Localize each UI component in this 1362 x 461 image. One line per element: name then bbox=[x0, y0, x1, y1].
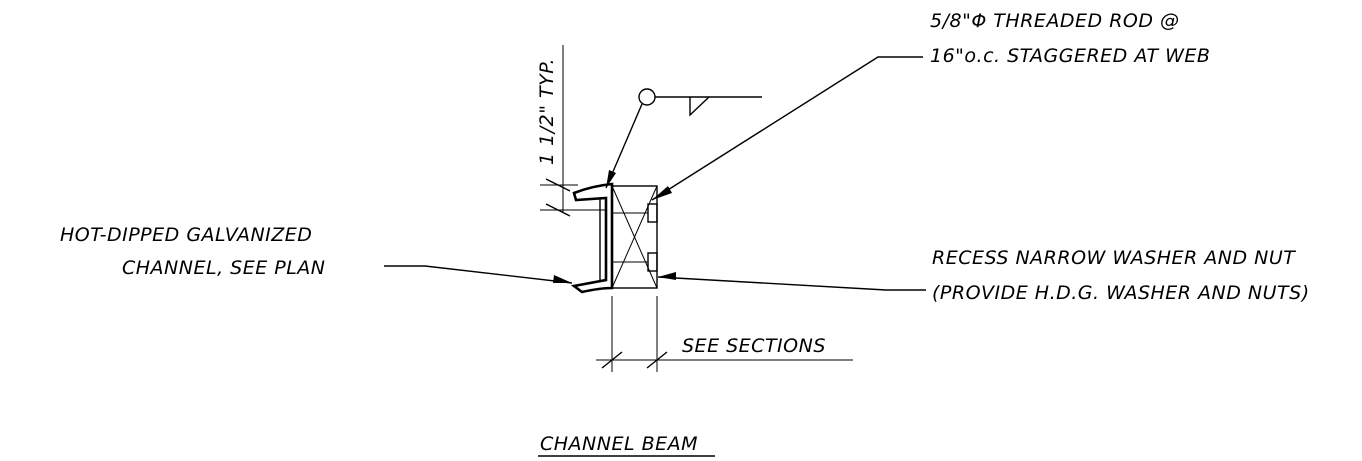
nailer-cross-2 bbox=[611, 185, 658, 289]
threaded-rod-leader bbox=[651, 56, 923, 201]
channel-arrowhead bbox=[553, 275, 572, 283]
wood-nailer-block bbox=[611, 185, 658, 289]
dimension-tick-bottom bbox=[545, 203, 571, 217]
washer-nut-bottom bbox=[647, 252, 658, 272]
threaded-rod-note-line1: 5/8"Φ THREADED ROD @ bbox=[930, 10, 1180, 32]
channel-section bbox=[570, 182, 614, 294]
dimension-typ-label: 1 1/2" TYP. bbox=[536, 58, 558, 165]
channel-note-line1: HOT-DIPPED GALVANIZED bbox=[60, 224, 312, 246]
washer-nut-top bbox=[647, 203, 658, 223]
washer-arrowhead bbox=[658, 272, 676, 280]
threaded-rod-note-line2: 16"o.c. STAGGERED AT WEB bbox=[930, 45, 1210, 67]
fillet-weld-symbol bbox=[689, 96, 710, 117]
section-tick-left bbox=[601, 351, 623, 369]
see-sections-label: SEE SECTIONS bbox=[682, 335, 826, 357]
washer-note-line1: RECESS NARROW WASHER AND NUT bbox=[932, 247, 1296, 269]
channel-note-line2: CHANNEL, SEE PLAN bbox=[122, 257, 326, 279]
washer-leader bbox=[657, 276, 926, 291]
washer-note-line2: (PROVIDE H.D.G. WASHER AND NUTS) bbox=[932, 282, 1310, 304]
dimension-tick-top bbox=[545, 178, 571, 192]
section-tick-right bbox=[646, 351, 668, 369]
detail-title: CHANNEL BEAM bbox=[540, 433, 698, 455]
threaded-rod-arrowhead bbox=[652, 186, 672, 200]
weld-all-around-circle bbox=[638, 88, 656, 106]
channel-leader bbox=[384, 265, 573, 284]
